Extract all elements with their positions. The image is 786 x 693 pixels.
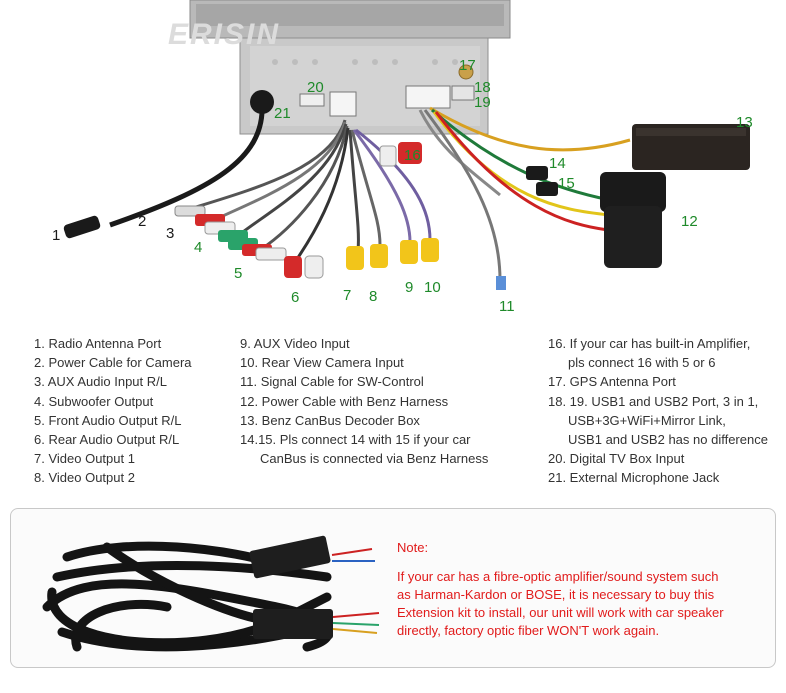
legend-item: 12. Power Cable with Benz Harness (240, 393, 449, 409)
note-text: Note: If your car has a fibre-optic ampl… (397, 539, 767, 640)
callout-1: 1 (52, 227, 60, 244)
legend-item: 5. Front Audio Output R/L (34, 412, 182, 428)
legend-item: 9. AUX Video Input (240, 336, 350, 351)
legend-item: 17. GPS Antenna Port (548, 374, 676, 390)
benz-power-harness (600, 172, 666, 268)
harness-connector-small (329, 91, 357, 117)
legend-column-2: 9. AUX Video Input 10. Rear View Camera … (240, 334, 488, 468)
canbus-decoder-box (632, 124, 750, 170)
callout-14: 14 (549, 155, 566, 172)
rca-wires (179, 106, 631, 281)
callout-17: 17 (459, 57, 476, 74)
callout-8: 8 (369, 288, 377, 305)
wiring-diagram: ERISIN (52, 0, 753, 315)
callout-2: 2 (138, 213, 146, 230)
gps-port (458, 64, 474, 80)
callout-6: 6 (291, 289, 299, 306)
legend-item: 3. AUX Audio Input R/L (34, 374, 167, 390)
note-title: Note: (397, 540, 429, 555)
callout-15: 15 (558, 175, 575, 192)
callout-11: 11 (499, 298, 515, 315)
antenna-cable (63, 90, 274, 239)
harness-connector-main (405, 85, 451, 109)
legend-item: 2. Power Cable for Camera (34, 355, 192, 371)
legend-item: 1. Radio Antenna Port (34, 336, 162, 351)
legend-item-continuation: CanBus is connected via Benz Harness (260, 451, 489, 467)
callout-19: 19 (474, 94, 491, 111)
legend-item: 18. 19. USB1 and USB2 Port, 3 in 1, (548, 393, 759, 409)
legend-column-1: 1. Radio Antenna Port 2. Power Cable for… (34, 334, 192, 488)
tv-box-connector (299, 93, 325, 107)
callout-21: 21 (274, 105, 291, 122)
legend-item-continuation: USB1 and USB2 has no difference (568, 432, 768, 448)
callout-12: 12 (681, 213, 698, 230)
legend-item: 13. Benz CanBus Decoder Box (240, 412, 420, 428)
legend-item: 11. Signal Cable for SW-Control (240, 374, 424, 390)
brand-watermark: ERISIN (168, 18, 280, 51)
legend-item: 10. Rear View Camera Input (240, 355, 404, 371)
rca-plugs (174, 142, 439, 279)
extension-kit-image (42, 535, 380, 652)
legend-item: 16. If your car has built-in Amplifier, (548, 336, 751, 351)
callout-5: 5 (234, 265, 242, 282)
legend-item: 20. Digital TV Box Input (548, 451, 685, 467)
note-line: directly, factory optic fiber WON'T work… (397, 623, 660, 638)
callout-10: 10 (424, 279, 441, 296)
legend-item-continuation: USB+3G+WiFi+Mirror Link, (568, 412, 726, 428)
usb-port (451, 85, 475, 101)
legend-item: 8. Video Output 2 (34, 470, 135, 486)
note-line: Extension kit to install, our unit will … (397, 605, 724, 620)
callout-13: 13 (736, 114, 753, 131)
legend-item: 4. Subwoofer Output (34, 393, 154, 409)
canbus-connector-15 (536, 182, 558, 196)
canbus-connector-14 (526, 166, 548, 180)
note-line: If your car has a fibre-optic amplifier/… (397, 569, 719, 584)
callout-3: 3 (166, 225, 174, 242)
legend-item: 6. Rear Audio Output R/L (34, 432, 180, 448)
callout-7: 7 (343, 287, 351, 304)
callout-18: 18 (474, 79, 491, 96)
sw-control-plug (496, 276, 506, 290)
note-panel: Note: If your car has a fibre-optic ampl… (10, 508, 776, 668)
callout-20: 20 (307, 79, 324, 96)
legend-item: 21. External Microphone Jack (548, 470, 720, 486)
note-line: as Harman-Kardon or BOSE, it is necessar… (397, 587, 715, 602)
callout-16: 16 (404, 147, 421, 164)
legend-item-continuation: pls connect 16 with 5 or 6 (568, 355, 716, 371)
legend-column-3: 16. If your car has built-in Amplifier, … (548, 334, 768, 488)
callout-4: 4 (194, 239, 202, 256)
legend-item: 7. Video Output 1 (34, 451, 135, 467)
legend-item: 14.15. Pls connect 14 with 15 if your ca… (240, 432, 471, 448)
callout-9: 9 (405, 279, 413, 296)
